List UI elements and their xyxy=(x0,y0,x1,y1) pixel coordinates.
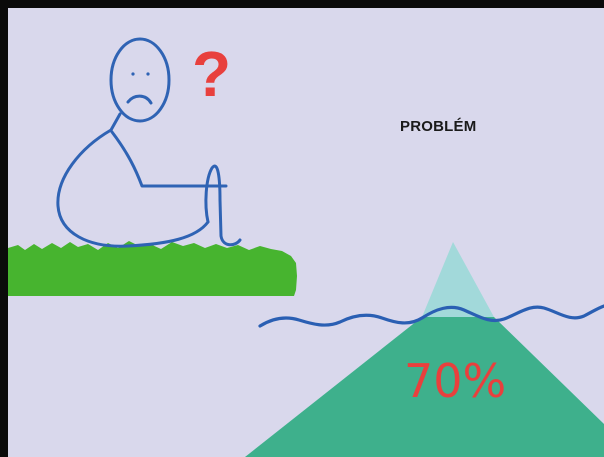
iceberg-percentage-label: 70% xyxy=(404,358,506,404)
iceberg-tip-icon xyxy=(422,242,494,317)
slide-frame: ? PROBLÉM 70% xyxy=(8,8,604,457)
slide-illustration xyxy=(8,8,604,457)
question-mark-icon: ? xyxy=(192,42,231,106)
problem-label: PROBLÉM xyxy=(400,118,476,135)
grass-icon xyxy=(8,241,297,296)
